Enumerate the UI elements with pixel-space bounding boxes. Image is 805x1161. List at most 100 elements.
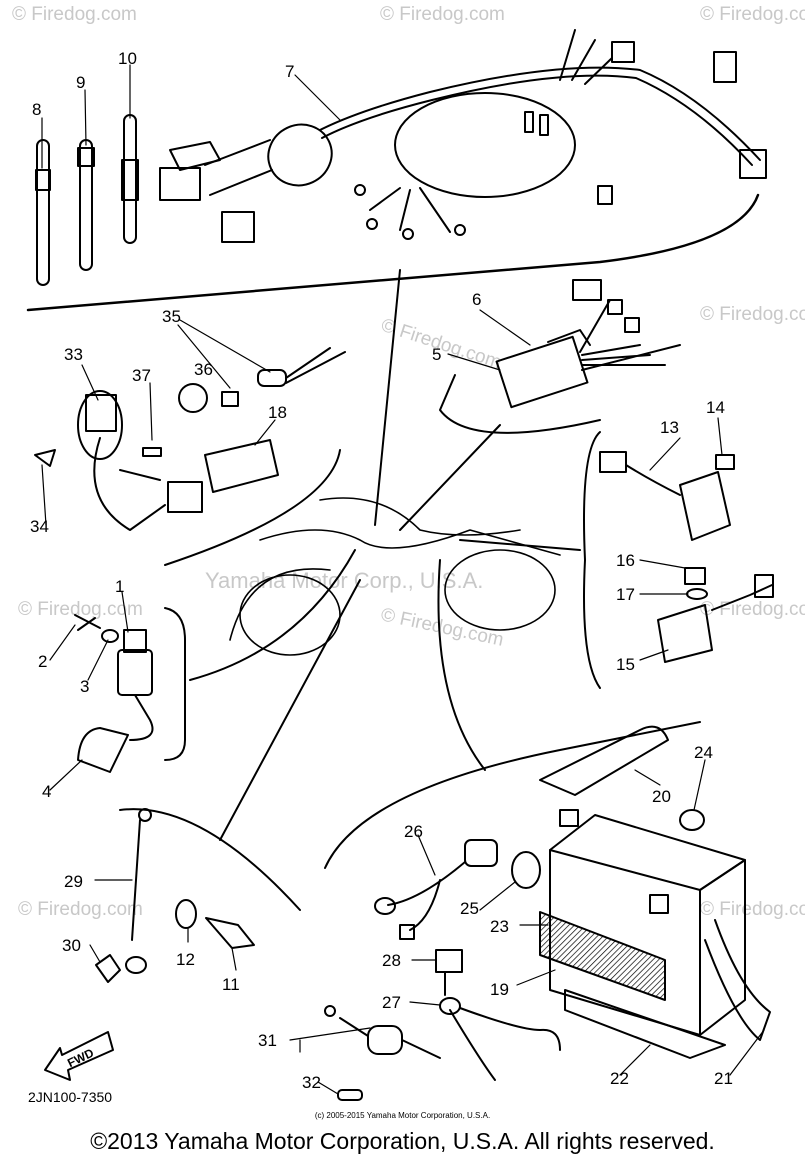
callout-14: 14 [706,398,725,417]
strap-9 [77,139,95,271]
callout-16: 16 [616,551,635,570]
main-switch-33 [77,390,203,531]
callout-29: 29 [64,872,83,891]
callout-33: 33 [64,345,83,364]
group-bracket-right [583,431,601,689]
part-37 [142,447,162,457]
callout-13: 13 [660,418,679,437]
leader [437,559,486,771]
callout-17: 17 [616,585,635,604]
leader [459,539,581,551]
cap-24 [679,809,705,831]
callout-5: 5 [432,345,441,364]
callout-1: 1 [115,577,124,596]
callout-31: 31 [258,1031,277,1050]
callout-28: 28 [382,951,401,970]
wire-harness-7 [159,29,767,243]
leader [189,549,356,681]
callout-18: 18 [268,403,287,422]
fwd-label: FWD [65,1046,96,1071]
ground-lead-29 [125,808,152,974]
group-bracket-top [26,193,760,312]
callout-26: 26 [404,822,423,841]
callout-6: 6 [472,290,481,309]
callout-11: 11 [222,975,240,994]
leader [374,269,401,526]
ignition-coil-1 [117,629,154,741]
starter-relay-15 [657,574,774,663]
washer-17 [686,588,708,600]
screw-14 [715,454,735,470]
switch-11 [205,917,255,949]
cable-27 [439,997,561,1081]
watermark: Yamaha Motor Corp., U.S.A. [205,568,483,593]
callout-leaders [41,64,765,1095]
bolt-2 [74,614,101,631]
harness-35 [257,347,346,387]
battery-19 [549,809,746,1036]
small-copyright: (c) 2005-2015 Yamaha Motor Corporation, … [314,1111,491,1120]
bulb-36 [178,383,239,413]
cdi-unit [439,279,681,434]
callout-25: 25 [460,899,479,918]
callout-labels: 1 2 3 4 5 6 7 8 9 10 11 12 13 14 15 16 1… [30,49,733,1092]
watermark: © Firedog.com [700,4,805,25]
callout-22: 22 [610,1069,629,1088]
watermark: © Firedog.com [379,604,506,651]
harness-26 [374,839,498,940]
callout-3: 3 [80,677,89,696]
washer-12 [175,899,197,929]
nut-16 [684,567,706,585]
leader [219,579,361,841]
callout-27: 27 [382,993,401,1012]
battery-band-20 [539,725,669,796]
callout-10: 10 [118,49,137,68]
callout-15: 15 [616,655,635,674]
watermark: © Firedog.com [18,899,143,920]
regulator-13 [599,451,731,541]
battery-band-21 [704,919,771,1041]
watermark: © Firedog.com [700,899,805,920]
callout-36: 36 [194,360,213,379]
callout-12: 12 [176,950,195,969]
diagram-code: 2JN100-7350 [28,1089,112,1105]
battery-pad-23 [539,911,666,1001]
callout-24: 24 [694,743,713,762]
watermark: © Firedog.com [700,304,805,325]
callout-19: 19 [490,980,509,999]
bolt-30 [95,954,121,983]
strap-10 [121,114,139,244]
callout-30: 30 [62,936,81,955]
callout-37: 37 [132,366,151,385]
footer-copyright: ©2013 Yamaha Motor Corporation, U.S.A. A… [90,1128,715,1154]
battery-plate-22 [564,989,726,1059]
callout-21: 21 [714,1069,733,1088]
fwd-arrow [44,1031,114,1081]
callout-20: 20 [652,787,671,806]
strap-8 [35,139,51,286]
grommet-25 [511,851,541,889]
watermark: © Firedog.com [12,4,137,25]
washer-3 [101,629,119,643]
callout-9: 9 [76,73,85,92]
callout-32: 32 [302,1073,321,1092]
watermark: © Firedog.com [18,599,143,620]
spark-cap-4 [77,727,129,773]
callout-23: 23 [490,917,509,936]
callout-2: 2 [38,652,47,671]
fuse-32 [337,1089,363,1101]
relay-18 [204,439,279,493]
callout-8: 8 [32,100,41,119]
leader [399,424,501,531]
callout-7: 7 [285,62,294,81]
watermark-layer: © Firedog.com © Firedog.com © Firedog.co… [12,4,805,920]
fuse-holder-31 [324,1005,441,1059]
callout-34: 34 [30,517,49,536]
bolt-28 [435,949,463,996]
callout-4: 4 [42,782,51,801]
group-bracket-switch [164,449,341,566]
part-34 [34,449,56,467]
group-bracket-bottom [119,808,301,911]
callout-35: 35 [162,307,181,326]
